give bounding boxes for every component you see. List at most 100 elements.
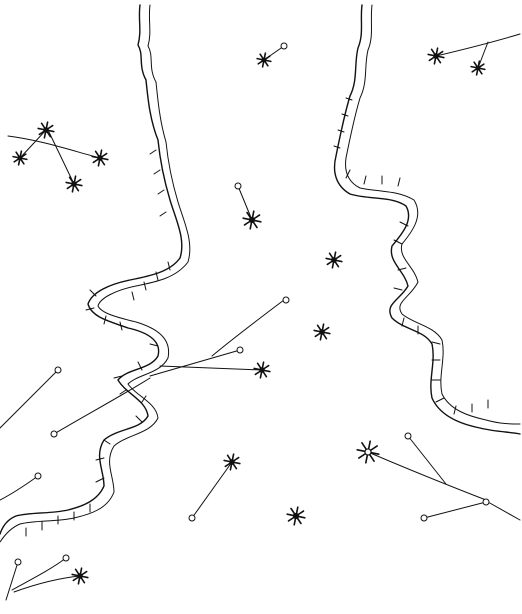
star-ray bbox=[72, 576, 80, 582]
star-ray bbox=[75, 183, 83, 187]
star-ray bbox=[253, 219, 262, 223]
star-ray bbox=[313, 329, 321, 333]
star-burst-icon bbox=[37, 121, 55, 139]
star-ray bbox=[322, 326, 330, 332]
star-burst-icon bbox=[313, 323, 331, 341]
star-ray bbox=[316, 324, 322, 332]
link bbox=[7, 135, 101, 159]
star-core bbox=[433, 53, 439, 59]
star-ray bbox=[224, 462, 232, 468]
star-ray bbox=[231, 453, 235, 461]
star-ray bbox=[361, 442, 368, 451]
star-burst-icon bbox=[470, 60, 486, 76]
star-ray bbox=[290, 507, 296, 515]
star-burst-icon bbox=[325, 251, 343, 269]
star-ray bbox=[478, 63, 485, 68]
star-ray bbox=[261, 361, 265, 369]
star-ray bbox=[314, 332, 322, 338]
star-ray bbox=[328, 252, 334, 260]
star-ray bbox=[66, 184, 74, 190]
star-ray bbox=[264, 59, 272, 63]
constellation-nodes bbox=[14, 42, 490, 566]
stars-layer bbox=[12, 47, 486, 585]
star-ray bbox=[97, 159, 101, 167]
right-coastline-fringe bbox=[333, 97, 489, 415]
node-circle bbox=[34, 472, 42, 480]
star-ray bbox=[100, 158, 106, 166]
link bbox=[13, 575, 81, 593]
star-ray bbox=[296, 517, 302, 525]
link bbox=[53, 377, 151, 435]
star-ray bbox=[74, 184, 80, 192]
star-burst-icon bbox=[91, 149, 109, 167]
star-ray bbox=[367, 440, 371, 451]
star-ray bbox=[251, 210, 255, 219]
link bbox=[407, 435, 447, 485]
star-ray bbox=[436, 50, 444, 56]
star-ray bbox=[242, 217, 251, 221]
star-ray bbox=[286, 513, 295, 517]
link bbox=[0, 475, 39, 501]
link bbox=[423, 501, 487, 519]
left-coastline-outer bbox=[0, 4, 183, 535]
star-core bbox=[97, 155, 103, 161]
right-coastline-outer bbox=[333, 4, 521, 435]
link bbox=[237, 185, 253, 221]
star-core bbox=[319, 329, 325, 335]
left-coastline bbox=[0, 4, 191, 543]
node-circle bbox=[420, 514, 428, 522]
star-burst-icon bbox=[286, 506, 306, 526]
star-ray bbox=[428, 56, 436, 62]
star-ray bbox=[430, 48, 436, 56]
star-ray bbox=[319, 333, 323, 341]
star-ray bbox=[91, 155, 99, 159]
star-ray bbox=[358, 452, 367, 459]
node-circle bbox=[482, 498, 490, 506]
star-ray bbox=[256, 362, 262, 370]
star-burst-icon bbox=[427, 47, 445, 65]
star-ray bbox=[46, 130, 52, 138]
star-ray bbox=[40, 122, 46, 130]
star-ray bbox=[100, 152, 108, 158]
star-ray bbox=[477, 60, 481, 68]
star-ray bbox=[45, 121, 49, 129]
left-coastline-inner bbox=[0, 4, 191, 543]
link bbox=[487, 501, 521, 521]
star-ray bbox=[80, 570, 88, 576]
star-ray bbox=[74, 568, 80, 576]
star-ray bbox=[17, 158, 21, 166]
star-ray bbox=[92, 158, 100, 164]
star-ray bbox=[47, 129, 55, 133]
star-ray bbox=[263, 369, 271, 373]
star-core bbox=[229, 459, 235, 465]
node-circle bbox=[282, 296, 290, 304]
star-ray bbox=[437, 55, 445, 59]
star-ray bbox=[368, 453, 375, 462]
star-ray bbox=[478, 67, 486, 71]
star-ray bbox=[253, 214, 261, 220]
star-ray bbox=[94, 150, 100, 158]
link bbox=[149, 349, 241, 377]
link bbox=[5, 561, 19, 601]
star-ray bbox=[293, 517, 297, 526]
star-ray bbox=[322, 332, 328, 340]
star-ray bbox=[223, 459, 231, 463]
star-burst-icon bbox=[242, 210, 262, 230]
star-ray bbox=[73, 175, 77, 183]
node-circle bbox=[404, 432, 412, 440]
star-ray bbox=[101, 157, 109, 161]
star-ray bbox=[323, 331, 331, 335]
star-ray bbox=[229, 463, 233, 471]
star-ray bbox=[435, 47, 439, 55]
star-ray bbox=[369, 445, 378, 452]
star-ray bbox=[13, 158, 20, 163]
star-ray bbox=[335, 259, 343, 263]
star-ray bbox=[79, 567, 83, 575]
star-ray bbox=[253, 367, 261, 371]
star-core bbox=[292, 512, 300, 520]
star-ray bbox=[475, 68, 479, 76]
star-ray bbox=[246, 211, 252, 219]
star-burst-icon bbox=[253, 361, 271, 379]
star-ray bbox=[71, 185, 75, 193]
